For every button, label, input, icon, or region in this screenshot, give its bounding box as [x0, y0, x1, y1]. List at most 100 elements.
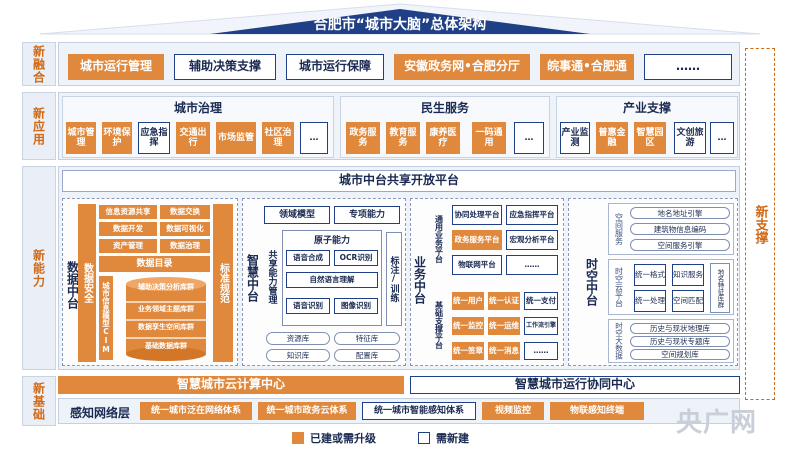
- gov-item-traffic: 交通出行: [176, 122, 210, 154]
- fusion-item-more: ……: [644, 54, 732, 80]
- gov-item-city-mgmt: 城市管理: [66, 122, 96, 154]
- basic-sign: 统一签章: [452, 342, 484, 360]
- business-general-label: 通用业务平台: [434, 215, 444, 263]
- network-ubiquitous: 统一城市泛在网络体系: [140, 402, 252, 420]
- ai-annotate: 标注/训练: [386, 232, 402, 326]
- legend-built-swatch: [292, 432, 304, 444]
- space-process: 统一处理: [634, 290, 666, 312]
- stack-3: 基础数据库群: [145, 342, 187, 350]
- gov-item-emergency: 应急指挥: [138, 122, 170, 154]
- basic-monitor: 统一监控: [452, 317, 484, 335]
- network-video: 视频监控: [482, 402, 544, 420]
- stack-1: 业务领域主题库群: [138, 305, 194, 313]
- space-knowledge: 知识服务: [672, 264, 704, 286]
- lib-resource: 资源库: [266, 332, 330, 345]
- gov-item-environment: 环境保护: [102, 122, 132, 154]
- business-center-title: 业务中台: [412, 256, 427, 304]
- live-item-healthcare: 康养医疗: [426, 122, 460, 154]
- network-label: 感知网络层: [69, 406, 130, 420]
- data-center-title: 数据中台: [65, 261, 80, 309]
- legend-new-swatch: [418, 432, 430, 444]
- space-history-geo: 历史与现状地理库: [630, 323, 730, 334]
- spatial-center-title: 时空中台: [584, 258, 599, 306]
- stack-0: 辅助决策分析库群: [138, 283, 194, 291]
- legend-built-label: 已建或需升级: [310, 432, 376, 445]
- business-center-panel: [410, 198, 564, 366]
- space-feature-lib: 地名特征库群: [710, 263, 730, 313]
- basic-msg: 统一消息: [488, 342, 520, 360]
- basic-ops: 统一运维: [488, 317, 520, 335]
- biz-macro: 宏观分析平台: [506, 230, 558, 250]
- space-platform-label: 时空云平台: [614, 267, 624, 307]
- live-item-more: …: [514, 122, 544, 154]
- space-history-topic: 历史与现状专题库: [630, 336, 730, 347]
- layer-label-support: 新支撑: [745, 48, 775, 400]
- atom-tts: 语音合成: [286, 250, 330, 266]
- live-item-education: 教育服务: [386, 122, 420, 154]
- layer-label-application: 新应用: [22, 92, 56, 160]
- ai-share-mgmt: 共享能力管理: [266, 250, 277, 304]
- lib-feature: 特征库: [334, 332, 400, 345]
- data-catalog: 数据目录: [99, 256, 210, 272]
- layer-label-foundation: 新基础: [22, 376, 56, 426]
- network-gov-cloud: 统一城市政务云体系: [258, 402, 356, 420]
- layer-label-capability: 新能力: [22, 166, 56, 370]
- biz-more: ……: [506, 255, 558, 275]
- biz-gov-service: 政务服务平台: [452, 230, 502, 250]
- space-address-engine: 地名地址引擎: [630, 207, 730, 219]
- ai-domain-model: 领域模型: [264, 206, 330, 224]
- ind-item-tourism: 文创旅游: [674, 122, 706, 154]
- basic-pay: 统一支付: [524, 292, 558, 310]
- atom-nlu: 自然语言理解: [286, 272, 378, 288]
- gov-item-market: 市场监管: [216, 122, 256, 154]
- industry-title: 产业支撑: [622, 101, 671, 115]
- data-grid-1: 数据交换: [160, 205, 210, 219]
- biz-emergency: 应急指挥平台: [506, 205, 558, 225]
- gov-item-community: 社区治理: [262, 122, 294, 154]
- ind-item-finance: 普惠金融: [596, 122, 628, 154]
- space-service-label: 空间服务: [614, 213, 624, 245]
- fusion-item-gov-net: 安徽政务网•合肥分厅: [394, 54, 530, 80]
- legend-new-label: 需新建: [436, 432, 469, 445]
- ai-special-ability: 专项能力: [334, 206, 400, 224]
- atom-asr: 语音识别: [286, 298, 330, 314]
- cloud-computing-center: 智慧城市云计算中心: [58, 376, 404, 394]
- data-cim: 城市信息模型CIM: [99, 276, 113, 360]
- network-iot-terminal: 物联感知终端: [550, 402, 644, 420]
- fusion-item-city-ops: 城市运行管理: [68, 54, 164, 80]
- ai-center-title: 智慧中台: [245, 254, 260, 302]
- space-format: 统一格式: [634, 264, 666, 286]
- ops-coordination-center: 智慧城市运行协同中心: [410, 376, 740, 394]
- lib-knowledge: 知识库: [266, 349, 330, 362]
- basic-workflow: 工作流引擎: [524, 317, 558, 335]
- space-building-code: 建筑物信息编码: [630, 223, 730, 235]
- space-service-engine: 空间服务引擎: [630, 239, 730, 251]
- live-item-gov-service: 政务服务: [346, 122, 380, 154]
- biz-collab: 协同处理平台: [452, 205, 502, 225]
- live-item-one-code: 一码通用: [472, 122, 506, 154]
- platform-title: 城市中台共享开放平台: [62, 170, 736, 192]
- space-match: 空间匹配: [672, 290, 704, 312]
- space-bigdata-label: 时空大数据: [614, 322, 624, 360]
- livelihood-title: 民生服务: [420, 101, 469, 115]
- layer-label-fusion: 新融合: [22, 42, 56, 86]
- biz-iot: 物联网平台: [452, 255, 502, 275]
- data-grid-2: 数据开发: [99, 222, 157, 236]
- fusion-item-guarantee: 城市运行保障: [286, 54, 384, 80]
- fusion-item-wanshitong: 皖事通•合肥通: [540, 54, 634, 80]
- ind-item-park: 智慧园区: [634, 122, 666, 154]
- governance-title: 城市治理: [173, 101, 222, 115]
- network-sensing: 统一城市智能感知体系: [362, 402, 476, 420]
- watermark-logo: 央广网: [676, 408, 758, 438]
- data-grid-5: 数据治理: [160, 239, 210, 253]
- atom-title: 原子能力: [313, 236, 350, 246]
- data-grid-3: 数据可视化: [160, 222, 210, 236]
- atom-image: 图像识别: [334, 298, 378, 314]
- stack-2: 数据孪生空间库群: [138, 323, 194, 331]
- roof-banner: [39, 3, 761, 35]
- basic-more: ……: [524, 342, 558, 360]
- space-planning: 空间规划库: [630, 349, 730, 360]
- fusion-item-decision: 辅助决策支撑: [174, 54, 276, 80]
- gov-item-more: …: [300, 122, 328, 154]
- data-standard: 标准规范: [213, 204, 233, 362]
